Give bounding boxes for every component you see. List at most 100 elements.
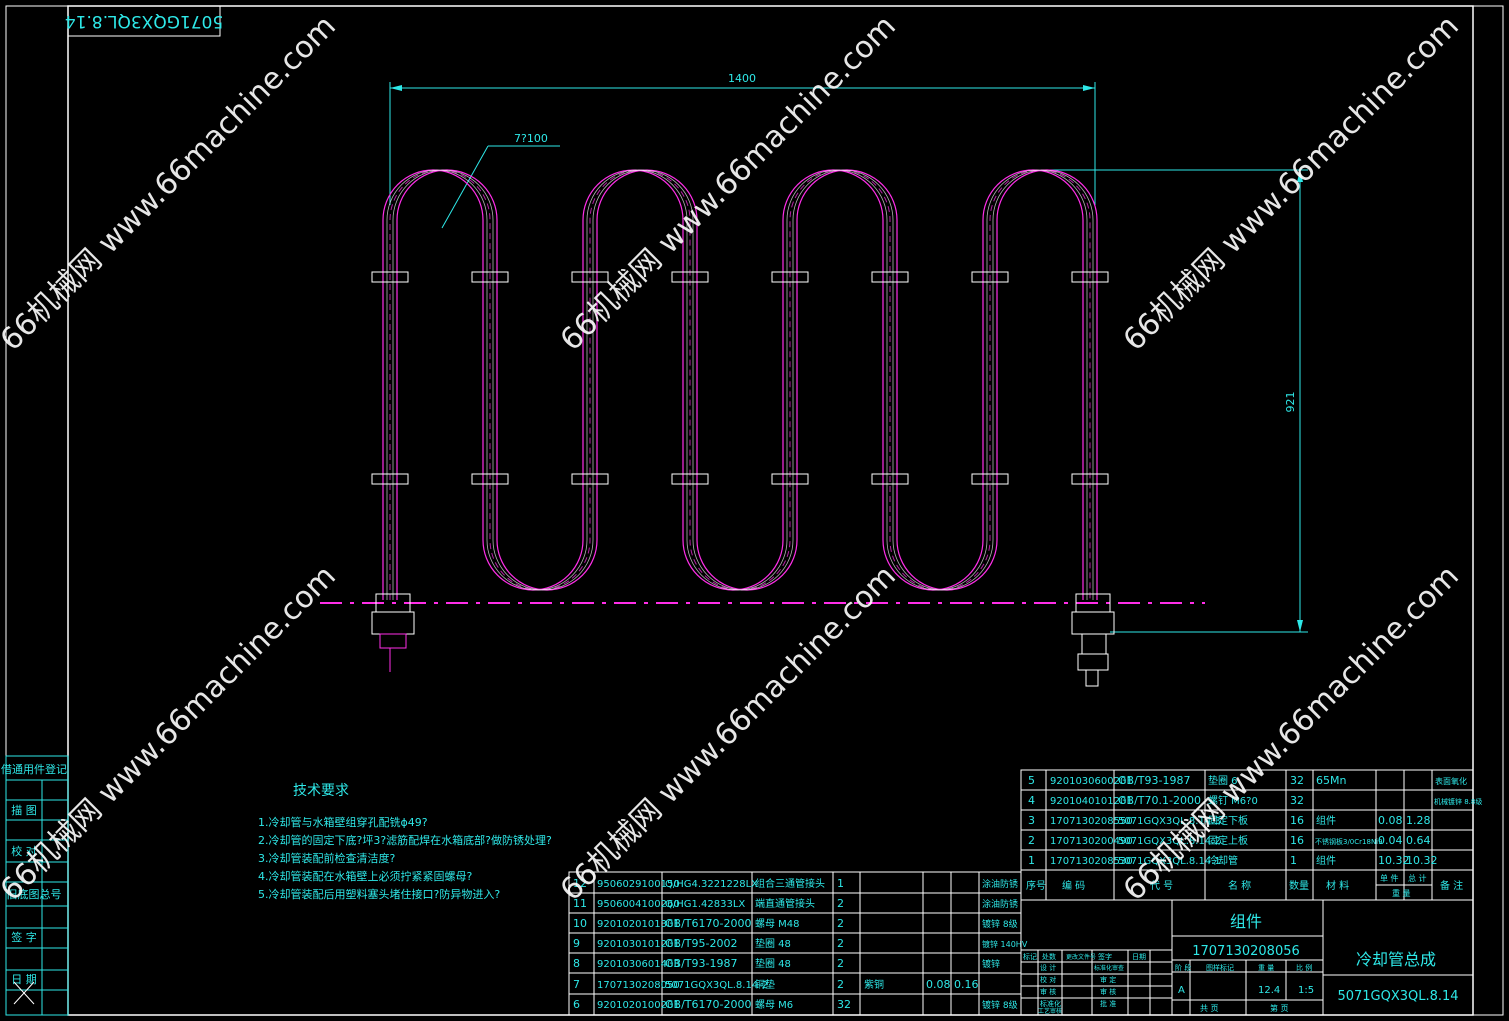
bom-header-cell: 代 号 xyxy=(1150,880,1173,892)
title-col-mark: 图样标记 xyxy=(1206,963,1234,972)
bom-cell: 2 xyxy=(837,917,844,930)
bom-cell: 9 xyxy=(573,937,580,950)
tech-req-item: 3.冷却管装配前检查清洁度? xyxy=(258,851,395,865)
bom-cell: 9201030101201 xyxy=(597,939,680,950)
title-scale-value: 1:5 xyxy=(1298,985,1314,996)
title-role: 审 核 xyxy=(1100,987,1116,996)
bom-cell: 0.16 xyxy=(954,978,979,991)
bom-cell: 镀锌 8级 xyxy=(982,918,1018,930)
bom-cell: 组合三通管接头 xyxy=(755,877,825,890)
bom-cell: 9201020101301 xyxy=(597,919,680,930)
title-col-scale: 比 例 xyxy=(1296,963,1312,972)
left-fitting xyxy=(371,593,415,672)
title-role: 批 准 xyxy=(1100,999,1116,1008)
bom-cell: 镀锌 8级 xyxy=(982,999,1018,1011)
bom-cell: 9201030600201 xyxy=(1050,776,1133,787)
bom-cell: 螺母 M48 xyxy=(755,918,800,930)
bom-cell: 组件 xyxy=(1316,854,1336,867)
bom-cell: 9201030601403 xyxy=(597,959,680,970)
bom-cell: 5071GQX3QL.8.14.3 xyxy=(1118,816,1221,827)
title-role: 审 核 xyxy=(1040,987,1056,996)
bom-cell: 6 xyxy=(573,998,580,1011)
title-sheet-number: 第 页 xyxy=(1270,1003,1289,1013)
tech-req-title: 技术要求 xyxy=(293,783,349,799)
bom-cell: 5071GQX3QL.8.14-2 xyxy=(665,980,768,991)
strip-label-register: 借通用件登记 xyxy=(1,762,67,776)
title-rev-label: 标记 xyxy=(1023,952,1037,961)
title-role: 设 计 xyxy=(1040,963,1056,972)
bom-cell: GB/T93-1987 xyxy=(1118,774,1190,787)
bom-cell: 5 xyxy=(1028,774,1035,787)
bom-header-cell: 数量 xyxy=(1289,879,1309,892)
bom-cell: 9506029100150 xyxy=(597,879,680,890)
bom-cell: 32 xyxy=(837,998,851,1011)
bom-cell: 0.08 xyxy=(926,978,951,991)
bom-cell: 8 xyxy=(573,957,580,970)
dim-921-text: 921 xyxy=(1284,392,1297,413)
bom-cell: 螺母 M6 xyxy=(755,999,793,1011)
bom-cell: 1707130200490 xyxy=(1050,836,1133,847)
bom-cell: 组件 xyxy=(1316,814,1336,827)
bom-cell: 垫圈 6 xyxy=(1208,774,1238,787)
bom-cell: 螺钉 M6?0 xyxy=(1208,795,1258,807)
bom-cell: 0.04 xyxy=(1378,834,1403,847)
leader-note-text: 7?100 xyxy=(514,132,548,145)
bom-lower-table xyxy=(568,871,1022,1016)
dimension-width: 1400 xyxy=(389,72,1096,205)
bom-cell: 11 xyxy=(573,897,587,910)
bom-cell: GB/T6170-2000 xyxy=(665,917,751,930)
bom-cell: 16 xyxy=(1290,814,1304,827)
title-rev-label: 处数 xyxy=(1042,952,1056,961)
title-part-code: 1707130208056 xyxy=(1192,944,1300,959)
bom-cell: 2 xyxy=(837,897,844,910)
bom-cell: 1 xyxy=(1290,854,1297,867)
title-block xyxy=(1020,899,1474,1016)
bom-cell: 65Mn xyxy=(1316,774,1346,787)
bom-upper-table xyxy=(1020,769,1474,901)
bom-cell: 1707130208550 xyxy=(1050,816,1133,827)
bom-cell: 垫圈 48 xyxy=(755,957,791,970)
title-role: 审 定 xyxy=(1100,975,1116,984)
bom-cell: 固定下板 xyxy=(1208,814,1248,827)
bom-cell: 2 xyxy=(837,937,844,950)
strip-label-date: 日 期 xyxy=(11,973,37,986)
bom-header-cell: 名 称 xyxy=(1228,879,1251,892)
watermark-text: 66机械网 www.66machine.com xyxy=(554,559,903,908)
strip-label-old-number: 旧底图总号 xyxy=(7,887,62,901)
bom-header-cell: 序号 xyxy=(1026,879,1046,892)
bom-cell: 镀锌 xyxy=(982,958,1000,970)
tech-req-item: 2.冷却管的固定下底?坪3?滤筋配焊在水箱底部?做防锈处理? xyxy=(258,833,552,847)
watermarks: 66机械网 www.66machine.com 66机械网 www.66mach… xyxy=(0,9,1466,908)
title-rev-label: 日期 xyxy=(1132,953,1146,961)
title-role: 标准化 xyxy=(1040,999,1061,1008)
bom-lower-text: 12 9506029100150 Q/HG4.3221228LX 组合三通管接头… xyxy=(573,877,1028,1011)
bom-cell: 不锈钢板3/0Cr18Ni9 xyxy=(1315,837,1383,846)
bom-cell: 2 xyxy=(837,957,844,970)
right-fitting xyxy=(1071,593,1115,687)
title-col-weight: 重 量 xyxy=(1258,964,1274,972)
bom-cell: 0.64 xyxy=(1406,834,1431,847)
bom-cell: 10.32 xyxy=(1378,854,1410,867)
bom-header-cell: 单 件 xyxy=(1380,873,1399,883)
bom-cell: 端直通管接头 xyxy=(755,897,815,910)
bom-header-cell: 备 注 xyxy=(1440,879,1463,892)
bom-cell: 5071GQX3QL.8.14.2 xyxy=(1118,836,1221,847)
bom-cell: GB/T70.1-2000 xyxy=(1118,794,1201,807)
bom-cell: 10.32 xyxy=(1406,854,1438,867)
bom-header-cell: 总 计 xyxy=(1408,873,1427,883)
bom-cell: 固定上板 xyxy=(1208,834,1248,847)
title-main: 冷却管总成 xyxy=(1356,950,1436,969)
bom-cell: 4 xyxy=(1028,794,1035,807)
bom-cell: GB/T95-2002 xyxy=(665,937,737,950)
bom-cell: 10 xyxy=(573,917,587,930)
bom-header-cell: 材 料 xyxy=(1326,879,1349,892)
bom-cell: 9201040101201 xyxy=(1050,796,1133,807)
rotated-drawing-number: 5071GQX3QL.8.14 xyxy=(65,5,223,37)
bom-cell: 7 xyxy=(573,978,580,991)
left-register-strip: 借通用件登记 描 图 校 对 旧底图总号 签 字 日 期 xyxy=(1,755,69,1016)
bom-cell: 2 xyxy=(1028,834,1035,847)
strip-label-check: 校 对 xyxy=(11,844,37,858)
title-role: 工艺审核 xyxy=(1038,1007,1062,1015)
bom-cell: 0.08 xyxy=(1378,814,1403,827)
bom-cell: 32 xyxy=(1290,774,1304,787)
